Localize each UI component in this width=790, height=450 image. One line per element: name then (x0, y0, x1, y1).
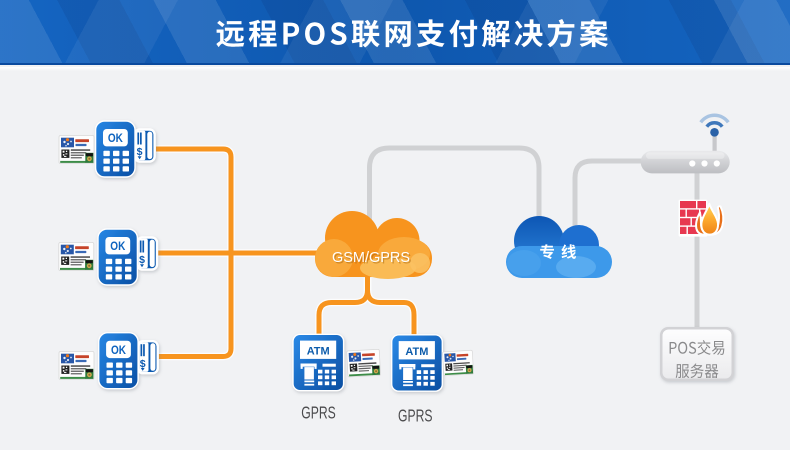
svg-text:GSM/GPRS: GSM/GPRS (333, 250, 411, 267)
svg-text:GSM/GPRS: GSM/GPRS (332, 249, 410, 266)
svg-text:GPRS: GPRS (301, 403, 336, 423)
svg-text:GPRS: GPRS (398, 406, 433, 426)
